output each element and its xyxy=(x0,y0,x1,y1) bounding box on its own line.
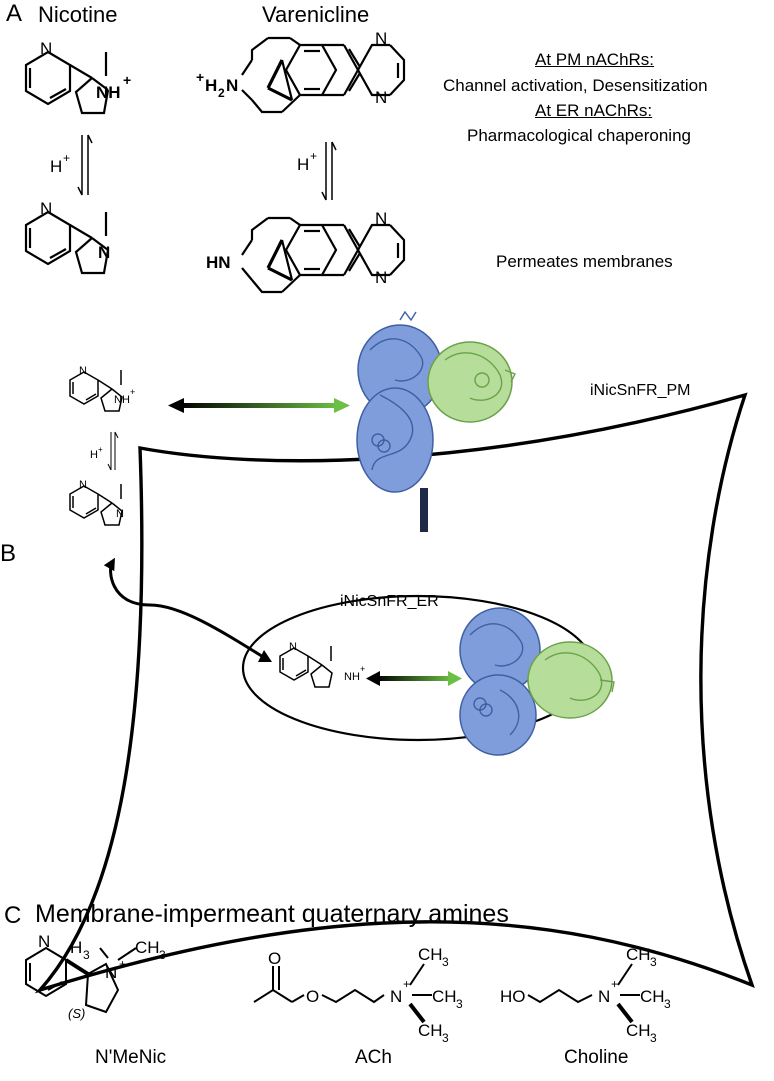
nicotine-small-plus: + xyxy=(130,387,135,397)
proton-sup-small: + xyxy=(98,445,103,454)
panel-b-letter: B xyxy=(0,540,17,567)
ach-o-carbonyl: O xyxy=(268,949,281,968)
varenicline-neutral-n-top: N xyxy=(375,209,387,228)
varenicline-neutral-hn: HN xyxy=(206,253,231,272)
choline-ho: HO xyxy=(500,987,526,1006)
pm-sensor-label: iNicSnFR_PM xyxy=(590,382,691,399)
ach-ch3-right: CH xyxy=(432,987,457,1006)
membrane-permeation-arrow xyxy=(103,557,269,662)
nmenic-n-ring: N xyxy=(38,932,50,951)
nicotine-er-n-ring: N xyxy=(289,641,297,653)
nicotine-small-n-ring: N xyxy=(79,365,87,377)
proton-sup-varenicline: + xyxy=(310,149,317,163)
choline-ch3-top: CH xyxy=(626,945,651,964)
nicotine-protonated-plus: + xyxy=(123,72,131,88)
panel-c-letter: C xyxy=(4,902,22,929)
equilibrium-arrow-nicotine xyxy=(77,134,93,196)
ach-ch3-top: CH xyxy=(418,945,443,964)
er-sensor-label: iNicSnFR_ER xyxy=(340,593,439,610)
varenicline-neutral-structure xyxy=(241,216,406,294)
nmenic-ch3: CH xyxy=(135,938,160,957)
varenicline-neutral-n-bottom: N xyxy=(375,268,387,287)
ach-plus: + xyxy=(403,977,410,991)
er-heading: At ER nAChRs: xyxy=(535,101,653,120)
choline-n: N xyxy=(598,987,610,1006)
nmenic-h3c-3: 3 xyxy=(83,948,90,962)
varenicline-protonated-structure xyxy=(250,36,406,114)
varenicline-protonated-n-top: N xyxy=(375,29,387,48)
choline-ch3-bottom-sub: 3 xyxy=(650,1031,657,1045)
choline-ch3-top-sub: 3 xyxy=(650,955,657,969)
varenicline-protonated-n: N xyxy=(226,76,238,95)
panel-a-letter: A xyxy=(6,0,23,27)
proton-label-nicotine: H xyxy=(50,157,62,176)
ach-n: N xyxy=(390,987,402,1006)
ach-o-ester: O xyxy=(306,987,319,1006)
nmenic-stereo: (S) xyxy=(68,1006,85,1021)
nicotine-title: Nicotine xyxy=(38,2,118,27)
ach-structure xyxy=(253,963,432,1024)
pm-binding-arrow xyxy=(168,398,350,413)
varenicline-protonated-h: H xyxy=(205,76,217,95)
molecule-name-choline: Choline xyxy=(564,1047,629,1068)
nicotine-neutral-n-ring: N xyxy=(40,199,52,218)
nmenic-n-quat: N xyxy=(105,963,117,982)
ach-ch3-bottom-sub: 3 xyxy=(442,1031,449,1045)
ach-ch3-right-sub: 3 xyxy=(456,997,463,1011)
er-binding-arrow xyxy=(366,671,462,686)
nmenic-h3c-h: H xyxy=(70,938,82,957)
varenicline-protonated-amine-bonds xyxy=(241,59,253,101)
nmenic-ch3-sub: 3 xyxy=(159,948,166,962)
cell-membrane xyxy=(34,392,755,994)
nicotine-protonated-structure xyxy=(24,50,110,115)
choline-structure xyxy=(527,963,640,1024)
nicotine-neutral-n: N xyxy=(98,243,110,262)
permeates-label: Permeates membranes xyxy=(496,252,673,271)
molecule-name-ach: ACh xyxy=(355,1047,392,1068)
er-effects: Pharmacological chaperoning xyxy=(467,126,691,145)
varenicline-protonated-two: 2 xyxy=(218,86,225,100)
nmenic-structure xyxy=(25,946,137,1014)
molecule-name-nmenic: N'MeNic xyxy=(95,1047,167,1068)
er-sensor-protein xyxy=(459,607,615,756)
equilibrium-arrow-varenicline xyxy=(321,141,337,201)
nicotine-er-plus: + xyxy=(360,664,365,674)
ach-ch3-top-sub: 3 xyxy=(442,955,449,969)
proton-label-small: H xyxy=(90,449,98,461)
varenicline-protonated-plus: + xyxy=(196,69,204,85)
pm-sensor-protein xyxy=(356,310,516,493)
choline-plus: + xyxy=(611,977,618,991)
pm-heading: At PM nAChRs: xyxy=(535,50,655,69)
pm-anchor xyxy=(420,488,428,532)
nicotine-neutral-structure xyxy=(24,210,110,275)
proton-sup-nicotine: + xyxy=(63,151,70,165)
proton-label-varenicline: H xyxy=(297,155,309,174)
varenicline-protonated-n-bottom: N xyxy=(375,88,387,107)
membrane-permeation-arrowhead-start xyxy=(258,650,272,662)
nicotine-er-structure xyxy=(279,646,333,688)
nicotine-small-neutral-n: N xyxy=(116,508,124,520)
choline-ch3-bottom: CH xyxy=(626,1021,651,1040)
pm-effects: Channel activation, Desensitization xyxy=(443,76,708,95)
ach-ch3-bottom: CH xyxy=(418,1021,443,1040)
choline-ch3-right-sub: 3 xyxy=(664,997,671,1011)
nicotine-protonated-nh: NH xyxy=(96,83,121,102)
nicotine-small-neutral xyxy=(69,484,123,526)
nicotine-er-nh: NH xyxy=(344,671,360,683)
nicotine-small-neutral-n-ring: N xyxy=(79,479,87,491)
choline-ch3-right: CH xyxy=(640,987,665,1006)
nicotine-small-protonated xyxy=(69,370,123,412)
equilibrium-arrow-small xyxy=(107,431,119,471)
nmenic-plus: + xyxy=(119,957,126,971)
varenicline-title: Varenicline xyxy=(262,2,370,27)
nicotine-protonated-n-ring: N xyxy=(40,39,52,58)
nicotine-small-nh: NH xyxy=(114,394,130,406)
